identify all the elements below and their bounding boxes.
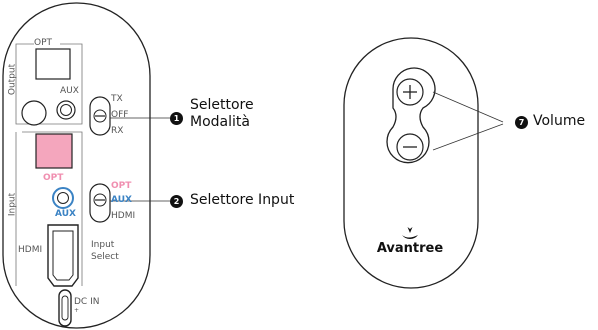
mode-position-rx: RX <box>111 126 124 136</box>
round-port <box>21 100 47 126</box>
mode-position-off: OFF <box>111 110 129 120</box>
input-select-label-line-2: Select <box>91 252 119 262</box>
callout-1-badge: 1 <box>170 112 183 125</box>
dc-in-label: DC IN <box>74 297 100 307</box>
brand-name: Avantree <box>376 241 444 256</box>
mode-position-tx: TX <box>111 94 123 104</box>
output-section-label: Output <box>7 63 18 96</box>
callout-1-text-line-2: Modalità <box>190 114 250 130</box>
input-select-label-line-1: Input <box>91 240 115 250</box>
callout-2-badge: 2 <box>170 195 183 208</box>
opt-output-label: OPT <box>34 38 53 48</box>
output-section-outline <box>15 43 83 125</box>
input-section-outline <box>15 131 83 286</box>
callout-7-badge: 7 <box>515 116 528 129</box>
aux-input-label: AUX <box>55 209 76 219</box>
dc-in-sub-label: + <box>74 307 80 314</box>
input-section-label: Input <box>7 192 18 217</box>
opt-output-port <box>35 48 71 80</box>
opt-input-label: OPT <box>43 173 64 183</box>
opt-input-port <box>35 133 73 169</box>
callout-2-text: Selettore Input <box>190 192 295 208</box>
left-device-body <box>2 2 151 329</box>
input-position-aux: AUX <box>111 195 132 205</box>
hdmi-label: HDMI <box>18 245 43 255</box>
input-position-hdmi: HDMI <box>111 211 136 221</box>
callout-1-text-line-1: Selettore <box>190 97 254 113</box>
aux-output-label: AUX <box>60 86 79 96</box>
callout-7-text: Volume <box>533 113 586 129</box>
brand-logo-icon <box>402 227 418 239</box>
input-position-opt: OPT <box>111 181 132 191</box>
